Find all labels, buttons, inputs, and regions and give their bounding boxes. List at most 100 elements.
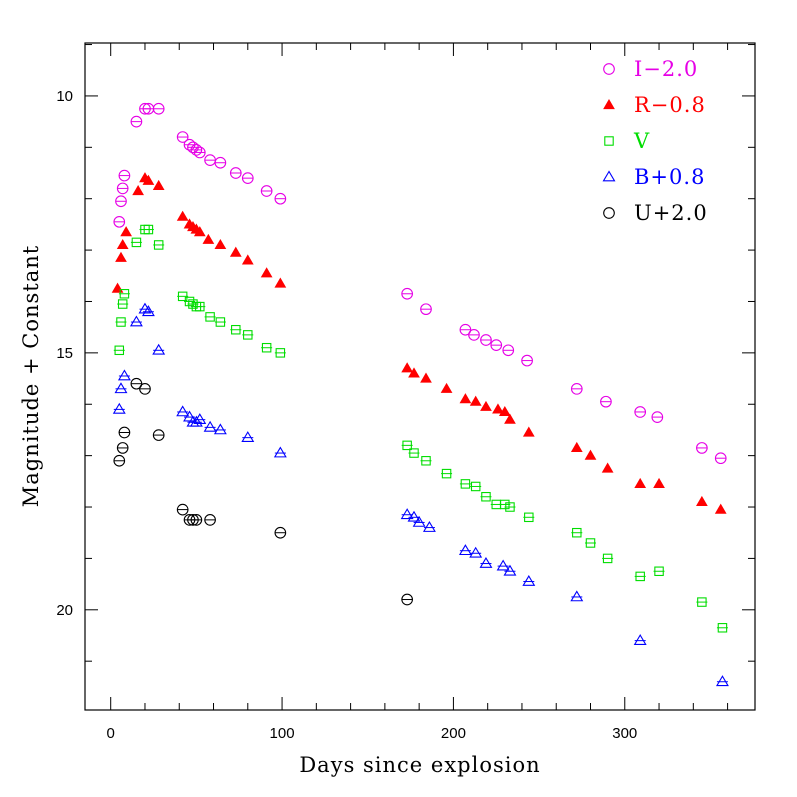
y-tick-label: 20 [56, 602, 73, 619]
marker-shape [480, 400, 492, 411]
marker-shape [193, 413, 207, 425]
data-point [408, 448, 420, 458]
data-point [214, 317, 226, 327]
marker-shape [260, 267, 273, 278]
data-point [715, 675, 729, 687]
marker-shape [152, 179, 165, 190]
data-point [570, 441, 583, 453]
data-point [459, 323, 472, 336]
data-point [120, 226, 132, 237]
data-point [229, 167, 242, 179]
data-point [203, 420, 217, 432]
data-point [571, 527, 583, 538]
marker-shape [504, 413, 516, 424]
data-point [130, 377, 143, 390]
data-point [113, 345, 125, 356]
marker-shape [114, 382, 128, 394]
data-point [401, 440, 413, 451]
data-point [696, 442, 708, 454]
data-point [213, 423, 227, 435]
data-point [468, 329, 480, 341]
marker-shape [479, 556, 493, 568]
data-point [118, 169, 131, 182]
data-point [470, 481, 482, 492]
data-point [492, 403, 504, 414]
marker-shape [469, 395, 482, 406]
data-point [190, 514, 203, 526]
marker-shape [603, 207, 615, 219]
marker-shape [420, 372, 432, 383]
data-point [115, 195, 127, 208]
data-point [420, 303, 432, 316]
marker-shape [115, 251, 127, 262]
data-point [584, 449, 597, 460]
y-tick-label: 15 [56, 345, 73, 362]
marker-shape [496, 559, 510, 571]
data-point [229, 246, 242, 257]
marker-shape [422, 520, 436, 532]
marker-shape [176, 405, 190, 417]
data-point [490, 339, 503, 352]
data-point [204, 514, 216, 526]
data-point [274, 526, 287, 539]
data-point [204, 312, 216, 322]
marker-shape [129, 315, 143, 327]
data-point [183, 138, 196, 151]
data-point [117, 369, 131, 381]
data-point [523, 512, 535, 523]
marker-shape [112, 402, 126, 414]
marker-shape [142, 174, 155, 185]
data-point [412, 515, 426, 527]
data-point [408, 367, 420, 378]
data-point [187, 299, 199, 309]
data-point [420, 456, 432, 466]
data-point [118, 426, 131, 439]
data-point [274, 348, 286, 358]
data-point [116, 182, 129, 195]
data-point [214, 156, 227, 169]
x-tick-label: 100 [270, 725, 295, 742]
data-point [241, 431, 255, 443]
data-point [458, 544, 472, 556]
data-points [111, 102, 729, 687]
data-point [653, 477, 665, 488]
data-point [600, 395, 612, 408]
marker-shape [116, 238, 129, 250]
data-point [716, 623, 728, 633]
legend-label: U+2.0 [634, 201, 708, 225]
data-point [204, 154, 216, 167]
data-point [400, 508, 414, 520]
data-point [459, 393, 472, 404]
marker-shape [193, 226, 206, 237]
marker-shape [120, 226, 132, 237]
data-point [193, 226, 206, 237]
data-point [521, 354, 533, 367]
data-point [190, 144, 203, 156]
data-point [261, 342, 273, 353]
data-point [176, 210, 189, 221]
data-point [260, 267, 273, 278]
marker-shape [603, 99, 615, 110]
data-point [241, 172, 254, 184]
data-point [459, 479, 471, 489]
x-tick-label: 0 [107, 725, 115, 742]
marker-shape [440, 382, 453, 393]
data-point [202, 233, 215, 244]
data-point [602, 553, 614, 564]
data-point [118, 289, 130, 299]
data-point [194, 301, 206, 312]
marker-shape [522, 574, 536, 586]
data-point [141, 305, 155, 317]
marker-shape [117, 369, 131, 381]
data-point [503, 564, 517, 576]
marker-shape [202, 233, 215, 244]
data-point [633, 634, 647, 645]
data-point [420, 372, 432, 383]
data-point [479, 556, 493, 568]
data-point [714, 503, 727, 514]
data-point [653, 566, 665, 577]
marker-shape [459, 393, 472, 404]
marker-shape [141, 305, 155, 317]
data-point [634, 406, 647, 418]
